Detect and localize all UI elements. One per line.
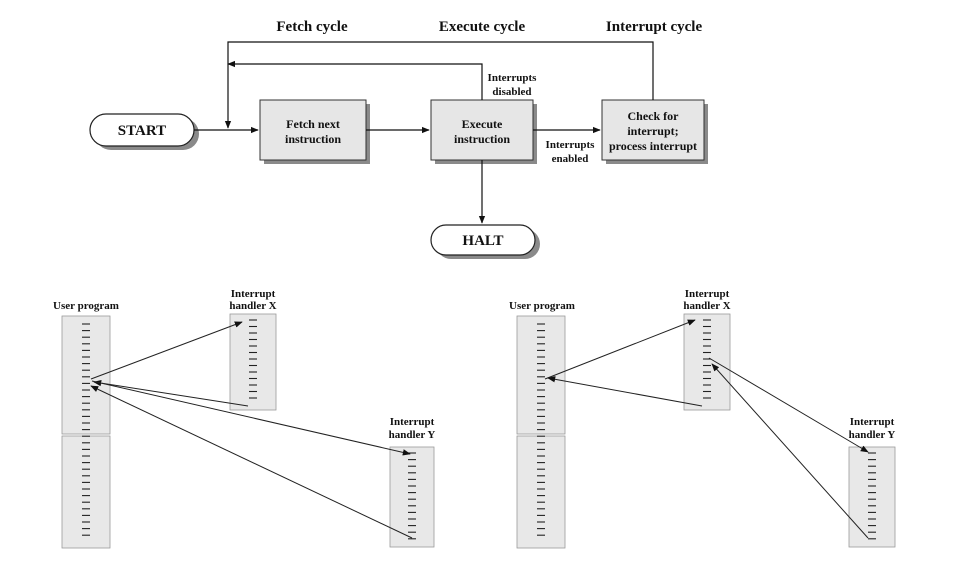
left-user-program-lower-block xyxy=(61,435,111,549)
right-handler-x-to-handler-y-arrow xyxy=(708,357,869,453)
left-handler-x-label-line-1: Interrupt xyxy=(231,288,276,300)
right-handler-y-label-line-2: handler Y xyxy=(849,429,896,441)
execute-box-line-2: instruction xyxy=(454,132,510,146)
interrupts-disabled-line-2: disabled xyxy=(492,86,531,98)
interrupts-disabled-line-1: Interrupts xyxy=(488,72,538,84)
right-user-program-lower-block xyxy=(516,435,566,549)
fetch-box-line-2: instruction xyxy=(285,132,341,146)
check-interrupt-box: Check for interrupt; process interrupt xyxy=(601,99,708,164)
right-handler-y-to-handler-x-arrow xyxy=(711,363,869,539)
left-user-to-handler-x-arrow xyxy=(90,321,243,380)
right-handler-x-label-line-1: Interrupt xyxy=(685,288,730,300)
left-handler-x-block xyxy=(229,313,277,411)
left-handler-y-to-user-arrow xyxy=(90,385,413,539)
execute-box-line-1: Execute xyxy=(462,117,503,131)
instruction-cycle-diagram: Fetch cycle Execute cycle Interrupt cycl… xyxy=(89,19,708,259)
right-handler-y-ticks xyxy=(868,452,876,540)
right-user-to-handler-x-arrow xyxy=(544,319,696,380)
start-terminal: START xyxy=(89,113,199,150)
start-label: START xyxy=(118,123,166,139)
right-handler-x-block xyxy=(683,313,731,411)
check-box-line-1: Check for xyxy=(628,109,680,123)
left-handler-x-ticks xyxy=(249,319,257,399)
right-handler-y-label-line-1: Interrupt xyxy=(850,416,895,428)
interrupt-cycle-loop-arrow xyxy=(224,41,654,129)
execute-instruction-box: Execute instruction xyxy=(430,99,537,164)
check-box-line-2: interrupt; xyxy=(627,124,678,138)
left-handler-x-to-user-arrow xyxy=(93,379,249,407)
left-handler-y-label-line-2: handler Y xyxy=(389,429,436,441)
check-box-line-3: process interrupt xyxy=(609,139,697,153)
left-handler-y-ticks xyxy=(408,452,416,540)
right-user-program-ticks xyxy=(537,323,545,536)
left-user-program-label: User program xyxy=(53,300,119,312)
interrupt-cycle-heading: Interrupt cycle xyxy=(606,19,703,35)
right-handler-x-ticks xyxy=(703,319,711,399)
right-user-program-upper-block xyxy=(516,315,566,435)
interrupts-enabled-line-2: enabled xyxy=(552,153,589,165)
right-handler-x-label-line-2: handler X xyxy=(683,300,730,312)
right-handler-y-block xyxy=(848,446,896,548)
fetch-cycle-heading: Fetch cycle xyxy=(276,19,348,35)
interrupts-enabled-line-1: Interrupts xyxy=(546,139,596,151)
left-handler-y-label-line-1: Interrupt xyxy=(390,416,435,428)
left-handler-x-label-line-2: handler X xyxy=(229,300,276,312)
left-interrupt-panel: User program Interrupt handler X Interru… xyxy=(53,288,436,549)
left-user-to-handler-y-arrow xyxy=(91,380,411,456)
fetch-box-line-1: Fetch next xyxy=(286,117,340,131)
interrupts-disabled-loop-arrow xyxy=(227,60,483,100)
halt-label: HALT xyxy=(462,233,503,249)
left-handler-y-block xyxy=(389,446,435,548)
execute-cycle-heading: Execute cycle xyxy=(439,19,526,35)
halt-terminal: HALT xyxy=(430,224,540,259)
left-user-program-ticks xyxy=(82,323,90,536)
right-user-program-label: User program xyxy=(509,300,575,312)
right-interrupt-panel: User program Interrupt handler X Interru… xyxy=(509,288,896,549)
fetch-instruction-box: Fetch next instruction xyxy=(259,99,370,164)
right-handler-x-to-user-arrow xyxy=(547,376,703,407)
